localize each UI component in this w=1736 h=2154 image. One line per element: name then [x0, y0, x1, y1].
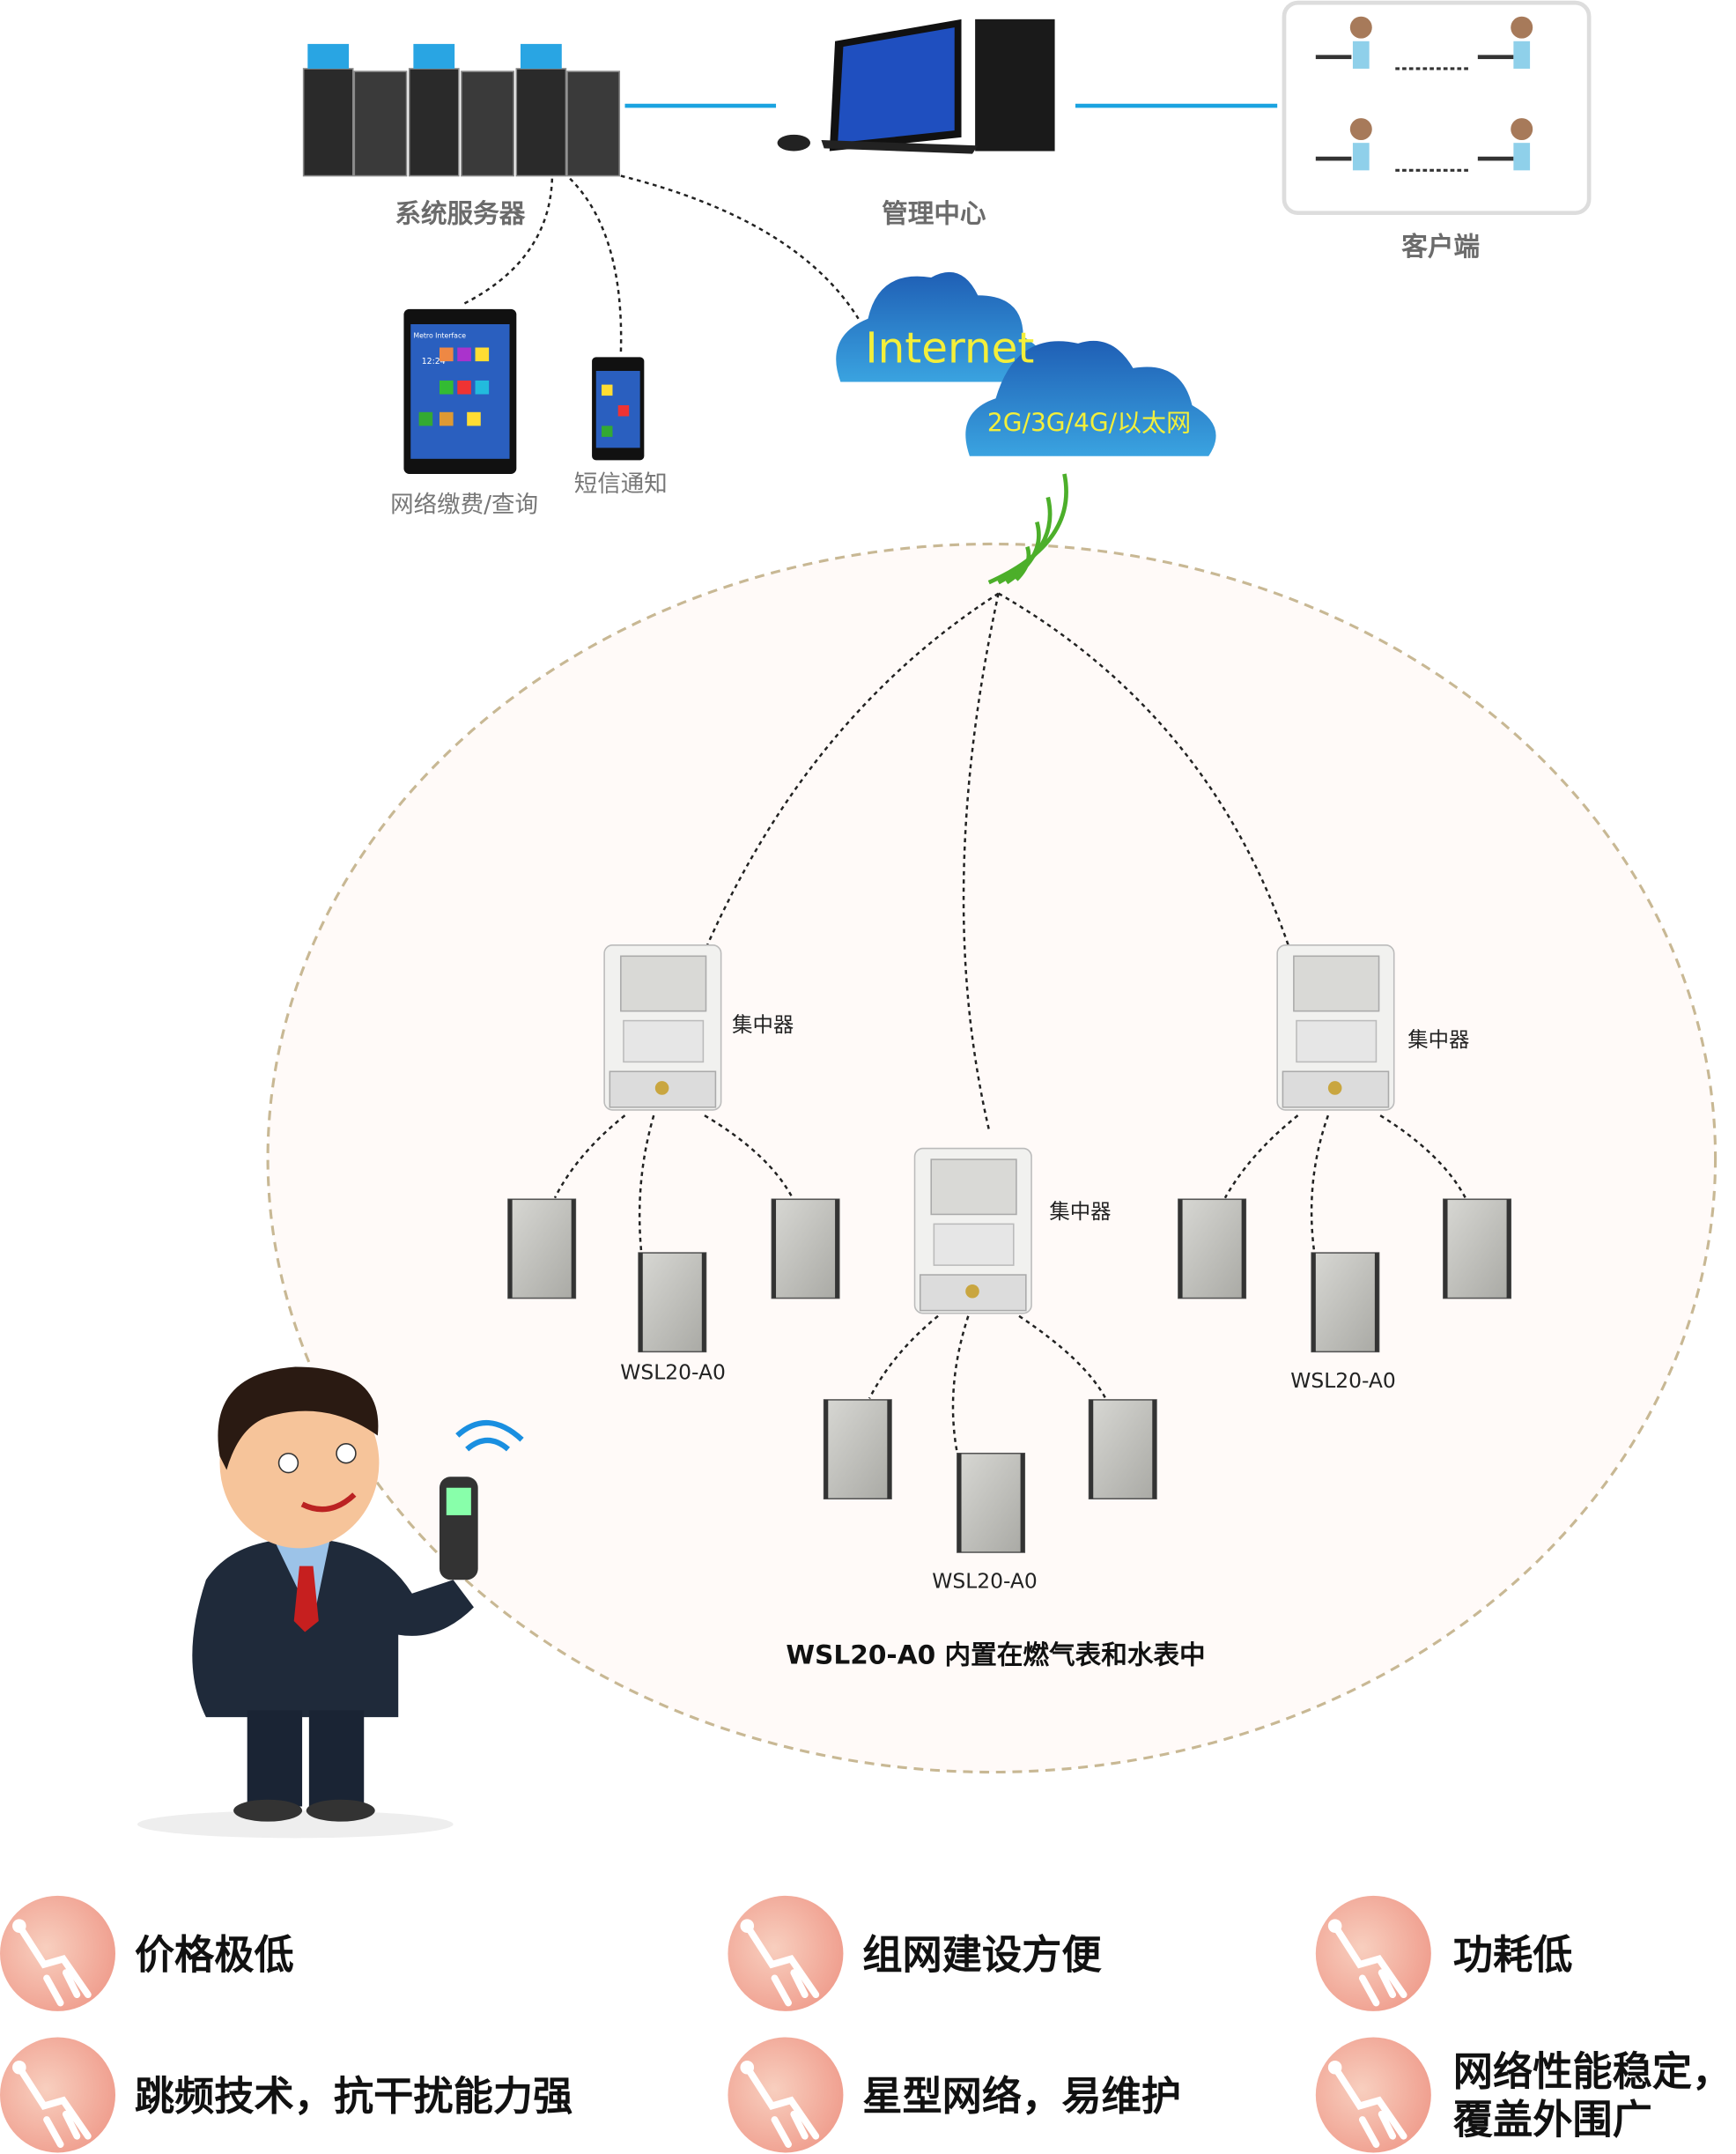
feature-label-line2: 覆盖外围广: [1453, 2097, 1652, 2143]
module-icon: [638, 1252, 707, 1353]
module-icon: [1088, 1399, 1157, 1499]
feature-label: 星型网络，易维护: [862, 2073, 1181, 2120]
feature-item: 价格极低: [0, 1896, 294, 2011]
module-icon: [823, 1399, 892, 1499]
concentrator-label: 集中器: [732, 1012, 794, 1037]
circuit-icon: [728, 2037, 843, 2152]
circuit-icon: [728, 1896, 843, 2011]
caption: WSL20-A0 内置在燃气表和水表中: [786, 1640, 1205, 1669]
circuit-icon: [0, 1896, 115, 2011]
operator-person-icon: [137, 1366, 524, 1839]
feature-item: 星型网络，易维护: [728, 2037, 1181, 2152]
feature-label: 功耗低: [1453, 1931, 1573, 1978]
circuit-icon: [1316, 2037, 1431, 2152]
feature-label: 跳频技术，抗干扰能力强: [135, 2073, 573, 2120]
internet-cloud-icon: [836, 271, 1216, 456]
feature-item: 网络性能稳定，覆盖外围广: [1316, 2037, 1732, 2152]
module-label: WSL20-A0: [1290, 1368, 1396, 1393]
feature-item: 功耗低: [1316, 1896, 1573, 2011]
concentrator-icon: [1276, 944, 1395, 1111]
module-icon: [1443, 1198, 1512, 1299]
module-icon: [1311, 1252, 1380, 1353]
tablet-icon: Metro Interface 12:24: [403, 308, 517, 474]
feature-item: 跳频技术，抗干扰能力强: [0, 2037, 573, 2152]
tablet-label: 网络缴费/查询: [390, 492, 538, 519]
servers-label: 系统服务器: [395, 199, 525, 229]
concentrator-label: 集中器: [1049, 1199, 1111, 1224]
module-label: WSL20-A0: [932, 1569, 1038, 1594]
feature-label: 组网建设方便: [862, 1931, 1102, 1978]
module-icon: [957, 1452, 1026, 1553]
sms-label: 短信通知: [574, 470, 668, 498]
module-icon: [771, 1198, 840, 1299]
svg-text:12:24: 12:24: [422, 357, 446, 366]
circuit-icon: [0, 2037, 115, 2152]
concentrator-label: 集中器: [1407, 1027, 1469, 1052]
module-icon: [507, 1198, 577, 1299]
clients-box: [1282, 0, 1592, 216]
module-icon: [1178, 1198, 1247, 1299]
network-type-label: 2G/3G/4G/以太网: [987, 409, 1191, 438]
phone-icon: [592, 357, 645, 461]
internet-label: Internet: [865, 324, 1034, 374]
feature-label: 网络性能稳定，: [1453, 2048, 1732, 2095]
system-servers: [302, 43, 621, 177]
concentrator-icon: [603, 944, 722, 1111]
feature-item: 组网建设方便: [728, 1896, 1102, 2011]
circuit-icon: [1316, 1896, 1431, 2011]
management-label: 管理中心: [882, 199, 986, 229]
feature-label: 价格极低: [135, 1931, 294, 1978]
module-label: WSL20-A0: [620, 1360, 726, 1385]
management-computer-icon: [777, 19, 1055, 154]
svg-text:Metro Interface: Metro Interface: [413, 332, 466, 340]
clients-label: 客户端: [1401, 232, 1480, 262]
wireless-signal-icon: [987, 473, 1068, 585]
concentrator-icon: [913, 1147, 1032, 1314]
